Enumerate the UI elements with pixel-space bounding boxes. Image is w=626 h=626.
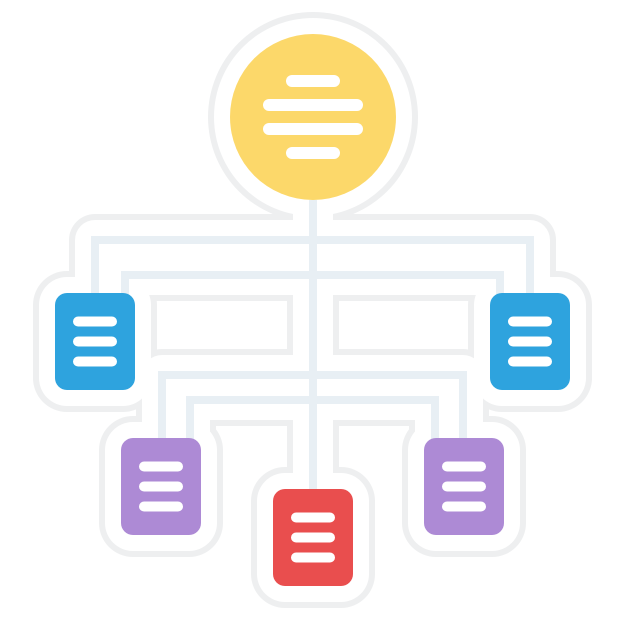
left-purple-node-line-1: [139, 481, 183, 492]
connector-line-2: [313, 236, 534, 300]
root-circle-node-line-1: [263, 99, 363, 111]
connector-line-7: [186, 396, 313, 445]
right-blue-node: [490, 293, 570, 390]
right-purple-node-line-0: [442, 461, 486, 472]
left-purple-node-line-2: [139, 501, 183, 512]
connector-line-8: [313, 396, 439, 445]
root-circle-node-shape: [230, 34, 396, 200]
left-purple-node: [121, 438, 201, 535]
root-circle-node-line-2: [263, 123, 363, 135]
center-red-node-line-2: [291, 552, 335, 563]
right-purple-node: [424, 438, 504, 535]
nodes-group: [55, 34, 570, 586]
left-blue-node-line-2: [73, 356, 117, 367]
right-blue-node-line-0: [508, 316, 552, 327]
right-blue-node-line-1: [508, 336, 552, 347]
left-purple-node-line-0: [139, 461, 183, 472]
connector-line-6: [313, 371, 467, 445]
left-blue-node-line-1: [73, 336, 117, 347]
left-blue-node-line-0: [73, 316, 117, 327]
right-purple-node-line-1: [442, 481, 486, 492]
root-circle-node-line-0: [286, 75, 340, 87]
root-circle-node-line-3: [286, 147, 340, 159]
center-red-node-line-1: [291, 532, 335, 543]
connector-line-3: [121, 271, 313, 300]
connector-line-4: [313, 271, 504, 300]
connector-lines: [91, 200, 534, 490]
center-red-node: [273, 489, 353, 586]
right-blue-node-line-2: [508, 356, 552, 367]
root-circle-node: [230, 34, 396, 200]
right-purple-node-line-2: [442, 501, 486, 512]
left-blue-node: [55, 293, 135, 390]
center-red-node-line-0: [291, 512, 335, 523]
connector-line-1: [91, 236, 313, 300]
connector-line-5: [158, 371, 313, 445]
